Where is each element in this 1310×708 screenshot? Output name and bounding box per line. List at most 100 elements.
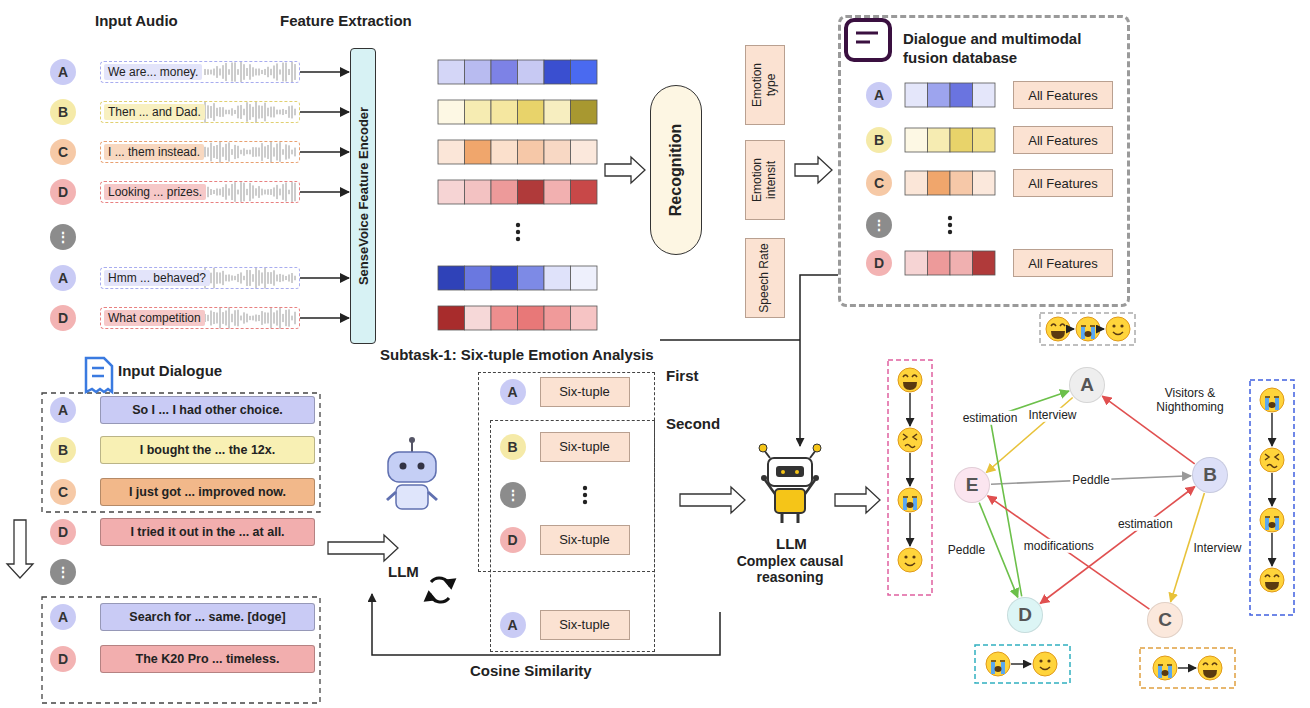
waveform	[283, 109, 284, 115]
group-outlines	[42, 393, 320, 512]
emotion-arrow	[909, 513, 910, 546]
feature-cell	[465, 140, 492, 164]
waveform	[229, 307, 230, 328]
node-text: ⋮	[506, 487, 520, 503]
graph-node: D	[1007, 597, 1043, 633]
node-text: First	[666, 367, 699, 384]
feature-cell	[465, 306, 492, 330]
waveform	[274, 65, 275, 78]
connector	[300, 317, 349, 319]
dialogue-icon	[92, 368, 104, 376]
dialogue-icon	[86, 358, 112, 392]
node-text: Six-tuple	[559, 617, 610, 632]
waveform	[205, 147, 206, 157]
waveform	[283, 149, 284, 155]
waveform	[262, 189, 263, 196]
utterance-box: The K20 Pro ... timeless.	[100, 645, 315, 673]
feature-cell	[438, 266, 465, 290]
emoji-face	[1260, 448, 1284, 472]
emoji-face	[1033, 652, 1057, 676]
robot-icon	[765, 480, 815, 494]
utterance-box: I tried it out in the ... at all.	[100, 518, 315, 546]
utterance-box: Search for ... same. [doge]	[100, 603, 315, 631]
waveform	[295, 148, 296, 157]
utterance-box: I bought the ... the 12x.	[100, 436, 315, 464]
waveform	[211, 106, 212, 118]
waveform	[211, 143, 212, 162]
waveform	[253, 185, 254, 198]
waveform	[211, 189, 212, 195]
emoji-face	[898, 368, 922, 392]
waveform	[223, 65, 224, 79]
ellipsis-dots	[516, 237, 520, 241]
feature-cell	[518, 100, 545, 124]
feature-box: All Features	[1013, 126, 1113, 154]
waveform	[250, 316, 251, 320]
speaker-circle: A	[866, 82, 892, 108]
waveform	[247, 150, 248, 154]
emoji-face	[1047, 659, 1050, 662]
waveform	[244, 276, 245, 280]
node-text: D	[507, 532, 517, 548]
waveform	[289, 309, 290, 326]
text-label: Cosine Similarity	[470, 662, 592, 679]
waveform	[217, 145, 218, 159]
emoji-face	[1265, 396, 1279, 398]
waveform	[277, 310, 278, 325]
emoji-face	[898, 488, 922, 512]
waveform	[247, 102, 248, 121]
audio-clip-box: We are... money.	[100, 61, 300, 83]
waveform	[256, 101, 257, 123]
waveform	[295, 312, 296, 324]
node-text: Speech Rate	[758, 243, 772, 313]
text-label: LLM	[776, 535, 807, 552]
waveform	[208, 69, 209, 75]
emoji-face	[903, 382, 917, 390]
emoji-face	[903, 434, 917, 448]
feature-cell	[491, 100, 518, 124]
cycle-icon	[426, 593, 434, 600]
graph-node: B	[1192, 457, 1228, 493]
audio-clip-box: Hmm ... behaved?	[100, 267, 300, 289]
feature-cell	[928, 251, 951, 275]
waveform	[226, 311, 227, 326]
emoji-face	[898, 368, 922, 392]
node-text: A	[507, 384, 517, 400]
feature-cell	[973, 83, 996, 107]
node-text: I tried it out in the ... at all.	[130, 525, 284, 539]
connector-lines	[372, 275, 838, 655]
waveform	[235, 182, 236, 202]
waveform	[256, 315, 257, 322]
waveform	[277, 63, 278, 80]
emoji-face	[903, 496, 917, 498]
node-text: B	[874, 132, 884, 148]
waveform	[211, 311, 212, 326]
speaker-circle: A	[50, 604, 76, 630]
waveform	[229, 69, 230, 75]
waveform	[268, 145, 269, 159]
node-text: All Features	[1028, 176, 1097, 191]
emoji-face	[1260, 448, 1284, 472]
edge-label: modifications	[1022, 539, 1096, 553]
emoji-face	[898, 428, 922, 452]
feature-cell	[571, 140, 598, 164]
waveform	[286, 144, 287, 159]
speaker-circle: A	[500, 612, 526, 638]
waveform	[214, 103, 215, 121]
feature-cell	[438, 60, 465, 84]
waveform	[241, 150, 242, 154]
waveform	[217, 188, 218, 195]
waveform	[235, 62, 236, 81]
waveform	[289, 145, 290, 158]
emoji-face	[1085, 331, 1092, 337]
waveform	[292, 273, 293, 283]
waveform	[226, 184, 227, 199]
waveform	[226, 63, 227, 81]
graph-node: E	[954, 467, 990, 503]
emotion-arrow	[1071, 328, 1074, 329]
feature-cell	[905, 251, 928, 275]
waveform	[259, 105, 260, 118]
emotion-arrow	[1271, 533, 1272, 566]
emoji-face	[1260, 508, 1284, 532]
encoder-box: SenseVoice Feature Encoder	[350, 48, 376, 344]
